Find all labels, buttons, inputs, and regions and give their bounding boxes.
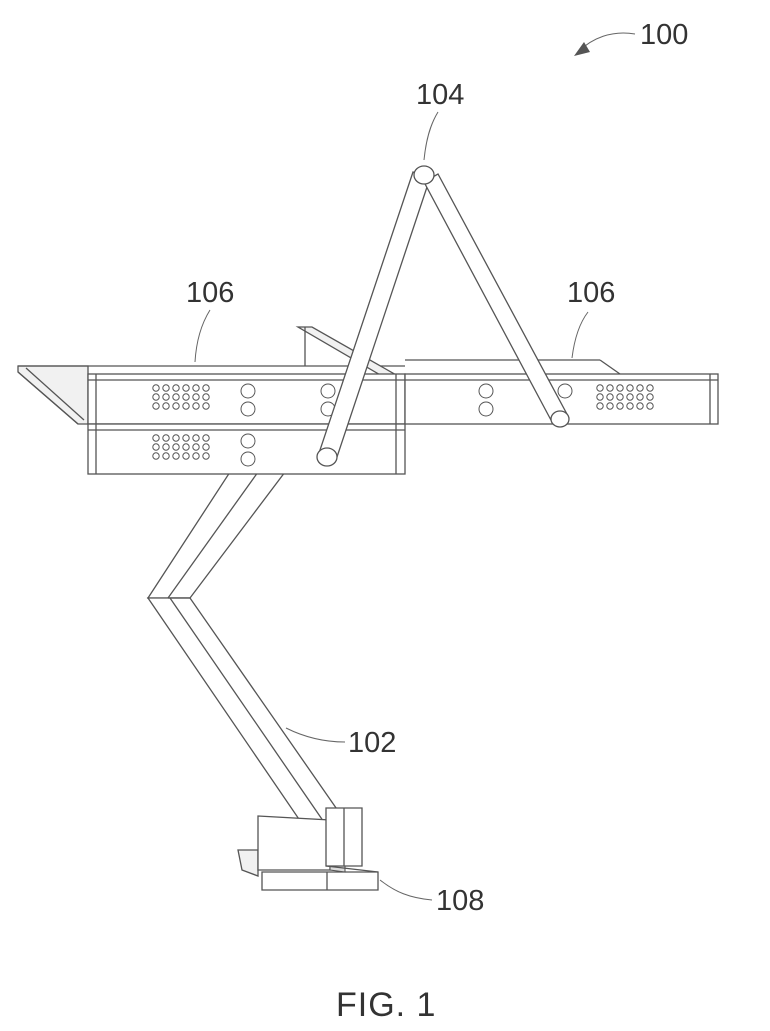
vent-hole — [607, 403, 613, 409]
vent-hole — [607, 394, 613, 400]
vent-hole — [173, 435, 179, 441]
vent-hole — [637, 385, 643, 391]
vent-hole — [173, 394, 179, 400]
vent-hole — [203, 444, 209, 450]
vent-hole — [173, 453, 179, 459]
vent-hole — [203, 435, 209, 441]
vent-hole — [173, 444, 179, 450]
vent-hole — [153, 403, 159, 409]
vent-hole — [203, 385, 209, 391]
vent-hole — [183, 435, 189, 441]
label-apex: 104 — [416, 79, 464, 111]
vent-hole — [647, 385, 653, 391]
vent-hole — [193, 403, 199, 409]
vent-hole — [193, 394, 199, 400]
vent-hole — [203, 403, 209, 409]
vent-hole — [153, 453, 159, 459]
vent-hole — [617, 394, 623, 400]
vent-hole — [627, 403, 633, 409]
vent-hole — [607, 385, 613, 391]
vent-hole — [627, 385, 633, 391]
vent-hole — [637, 394, 643, 400]
vent-hole — [597, 385, 603, 391]
label-arm: 102 — [348, 727, 396, 759]
vent-hole — [173, 385, 179, 391]
support-arm — [148, 472, 350, 828]
vent-hole — [163, 444, 169, 450]
vent-hole — [617, 385, 623, 391]
vent-hole — [193, 385, 199, 391]
shelf-right — [405, 360, 620, 374]
vent-hole — [153, 394, 159, 400]
vent-hole — [183, 385, 189, 391]
vent-hole — [193, 435, 199, 441]
vent-hole — [163, 385, 169, 391]
vent-hole — [153, 435, 159, 441]
rack-units — [88, 374, 718, 474]
vent-hole — [627, 394, 633, 400]
vent-hole — [153, 385, 159, 391]
vent-hole — [163, 453, 169, 459]
vent-hole — [183, 394, 189, 400]
vent-hole — [183, 453, 189, 459]
vent-hole — [153, 444, 159, 450]
label-shelf-left: 106 — [186, 277, 234, 309]
vent-hole — [163, 403, 169, 409]
vent-hole — [193, 444, 199, 450]
label-base: 108 — [436, 885, 484, 917]
vent-hole — [163, 394, 169, 400]
vent-hole — [617, 403, 623, 409]
vent-hole — [637, 403, 643, 409]
base-mount — [238, 808, 378, 890]
vent-hole — [173, 403, 179, 409]
vent-hole — [597, 394, 603, 400]
vent-hole — [203, 453, 209, 459]
vent-hole — [183, 403, 189, 409]
vent-hole — [647, 403, 653, 409]
vent-hole — [203, 394, 209, 400]
vent-hole — [597, 403, 603, 409]
figure-caption: FIG. 1 — [336, 986, 436, 1024]
vent-hole — [163, 435, 169, 441]
vent-hole — [183, 444, 189, 450]
vent-hole — [193, 453, 199, 459]
vent-hole — [647, 394, 653, 400]
label-system: 100 — [640, 19, 688, 51]
label-shelf-right: 106 — [567, 277, 615, 309]
